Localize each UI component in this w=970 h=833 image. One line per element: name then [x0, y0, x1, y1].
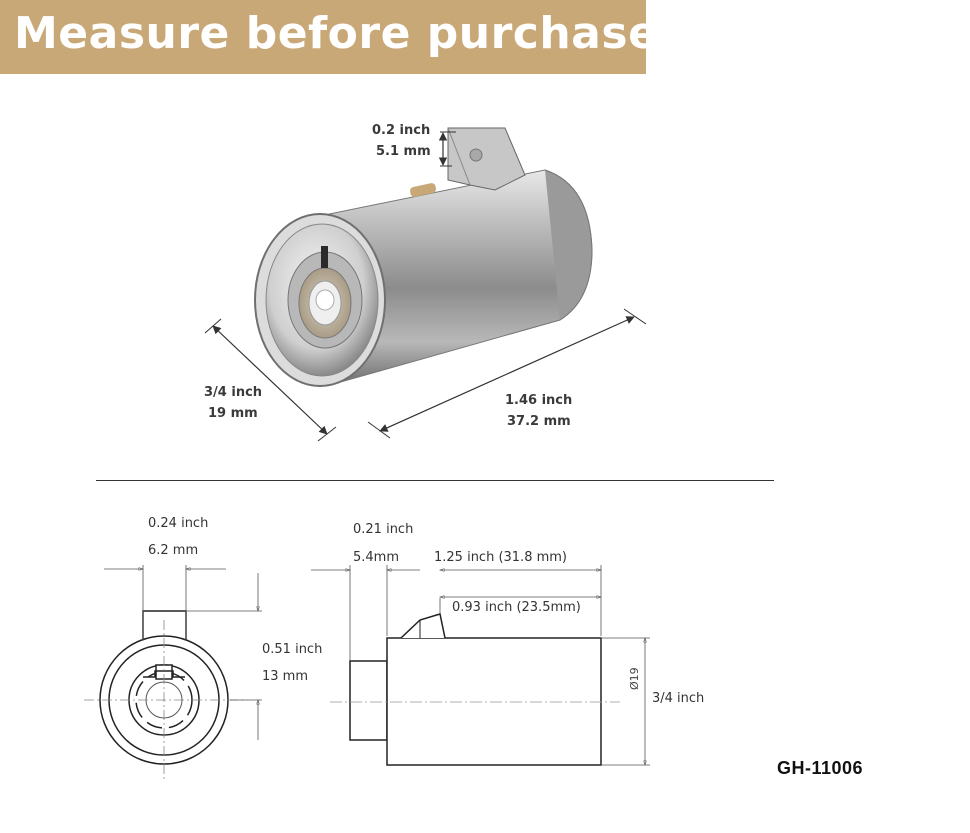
collar-mm: 5.4mm — [353, 550, 400, 565]
collar-inch: 0.21 inch — [353, 522, 414, 537]
photo-diameter-inch: 3/4 inch — [204, 385, 263, 400]
tab-thickness-mm: 5.1 mm — [376, 144, 431, 159]
tab-height-mm: 13 mm — [262, 669, 309, 684]
diameter-symbol: Ø19 — [628, 667, 641, 690]
dim-photo-length — [367, 308, 647, 439]
dim-side-view — [311, 565, 650, 765]
lock-photo — [254, 127, 593, 387]
section-divider — [96, 480, 774, 481]
photo-length-inch: 1.46 inch — [505, 393, 573, 408]
body-length: 1.25 inch (31.8 mm) — [434, 550, 567, 565]
side-view-drawing — [349, 613, 602, 766]
banner-title: Measure before purchase — [14, 8, 659, 59]
photo-diameter-mm: 19 mm — [208, 406, 258, 421]
side-diameter: 3/4 inch — [652, 691, 705, 706]
front-view-centerlines — [84, 620, 245, 780]
model-number: GH-11006 — [777, 758, 864, 778]
photo-length-mm: 37.2 mm — [507, 414, 571, 429]
dim-tab-thickness — [438, 131, 456, 167]
dim-tab-height — [186, 573, 262, 740]
dim-photo-diameter — [204, 318, 337, 442]
tab-height-inch: 0.51 inch — [262, 642, 323, 657]
tab-offset: 0.93 inch (23.5mm) — [452, 600, 581, 615]
tab-width-inch: 0.24 inch — [148, 516, 209, 531]
dim-tab-width — [104, 565, 226, 640]
tab-width-mm: 6.2 mm — [148, 543, 199, 558]
header-banner: Measure before purchase — [0, 0, 658, 74]
tab-thickness-inch: 0.2 inch — [372, 123, 431, 138]
